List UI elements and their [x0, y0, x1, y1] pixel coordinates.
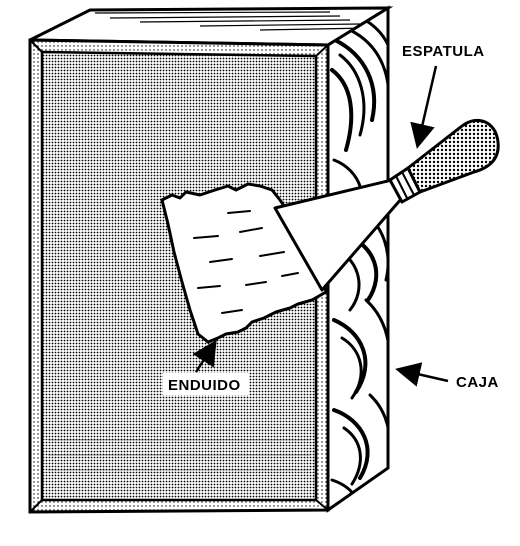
label-enduido: ENDUIDO [168, 377, 241, 394]
box-top-hatching [94, 11, 371, 31]
leader-lines [192, 65, 449, 387]
arrow-caja [395, 362, 449, 387]
panel-shading [48, 439, 310, 471]
putty-strokes [193, 210, 299, 314]
label-espatula: ESPATULA [402, 43, 485, 60]
frame-bevels [29, 39, 329, 513]
labels: ESPATULA ENDUIDO CAJA [163, 43, 499, 395]
spatula-handle [406, 119, 500, 194]
arrow-espatula [410, 65, 438, 149]
spatula [273, 119, 500, 292]
arrow-enduido [192, 339, 217, 373]
label-caja: CAJA [456, 374, 499, 391]
label-enduido-box [163, 373, 249, 395]
